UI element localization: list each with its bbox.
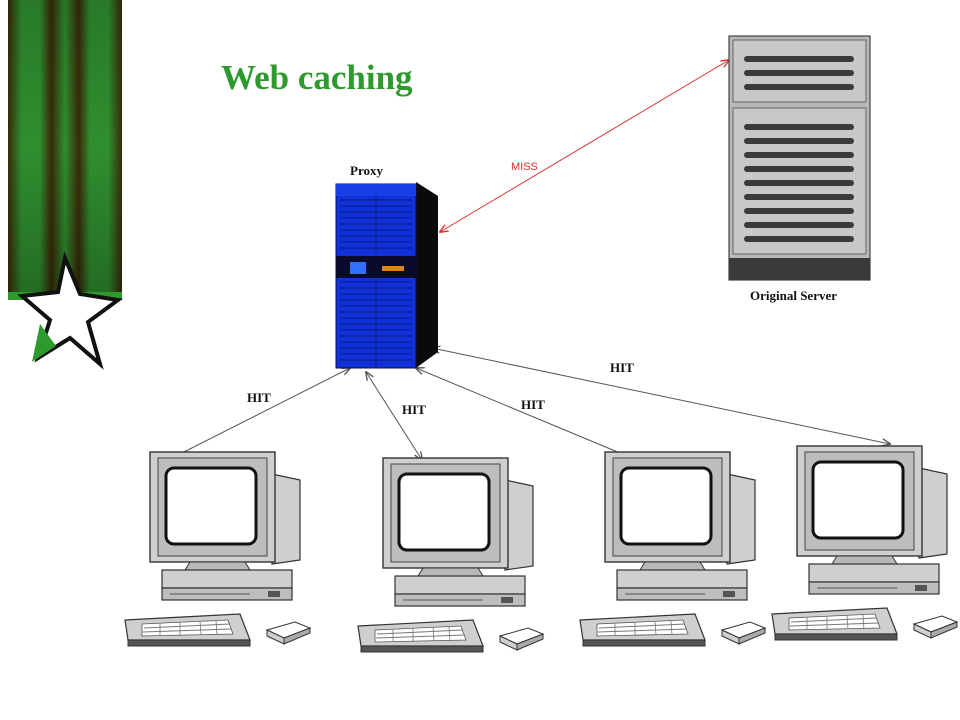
miss-link xyxy=(440,60,729,232)
hit-link-2 xyxy=(366,372,422,460)
client-computer-1 xyxy=(123,450,312,648)
hit-label-4: HIT xyxy=(610,360,634,375)
slide-title: Web caching xyxy=(221,58,413,97)
origin-server-label: Original Server xyxy=(750,288,837,303)
hit-link-4 xyxy=(432,348,890,444)
decorative-stripe xyxy=(8,0,122,300)
hit-label-2: HIT xyxy=(402,402,426,417)
miss-label: MISS xyxy=(511,161,538,173)
client-computer-3 xyxy=(578,450,767,648)
hit-label-1: HIT xyxy=(247,390,271,405)
hit-label-3: HIT xyxy=(521,397,545,412)
star-icon xyxy=(17,251,124,370)
hit-link-3 xyxy=(416,368,632,458)
proxy-label: Proxy xyxy=(350,163,383,178)
links xyxy=(168,60,890,460)
hit-link-1 xyxy=(168,368,350,460)
client-computer-4 xyxy=(770,444,959,642)
origin-server xyxy=(728,35,871,281)
proxy-server xyxy=(335,182,438,369)
client-computer-2 xyxy=(356,456,545,654)
